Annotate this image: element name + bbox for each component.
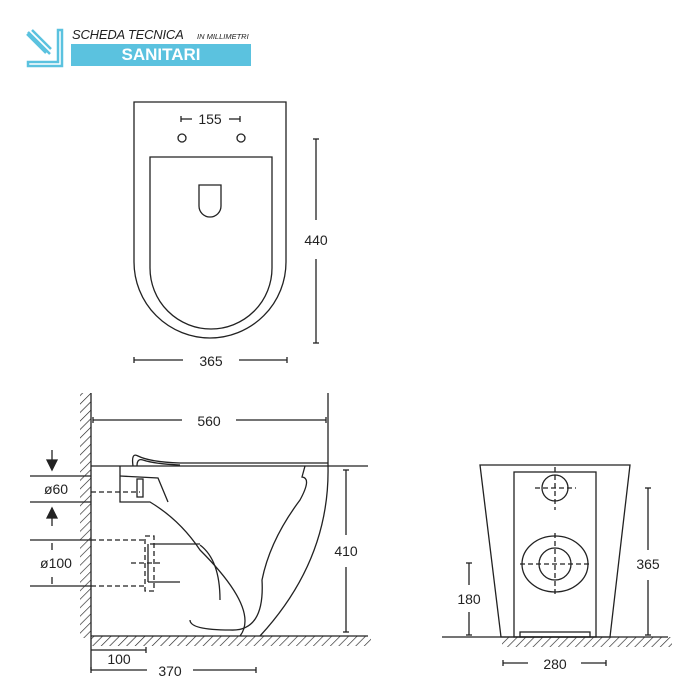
dim-depth: 440 — [304, 232, 328, 248]
dim-outlet-offset: 100 — [107, 651, 131, 667]
side-view — [30, 393, 371, 673]
top-view — [133, 101, 319, 363]
unit-label: IN MILLIMETRI — [197, 32, 249, 41]
dim-height: 410 — [334, 543, 358, 559]
dim-width: 365 — [199, 353, 223, 369]
dim-total-depth: 370 — [158, 663, 182, 679]
rear-view — [442, 464, 672, 666]
dim-inlet-diameter: ø60 — [44, 481, 68, 497]
dim-rear-height: 365 — [636, 556, 660, 572]
dim-outlet-height: 180 — [457, 591, 481, 607]
sheet-title: SCHEDA TECNICA — [72, 27, 184, 42]
ruler-pencil-icon — [26, 28, 64, 68]
dim-base-width: 280 — [543, 656, 567, 672]
dim-outlet-diameter: ø100 — [40, 555, 72, 571]
category-banner: SANITARI — [71, 44, 251, 66]
dim-projection: 560 — [197, 413, 221, 429]
dim-hole-spacing: 155 — [198, 111, 222, 127]
